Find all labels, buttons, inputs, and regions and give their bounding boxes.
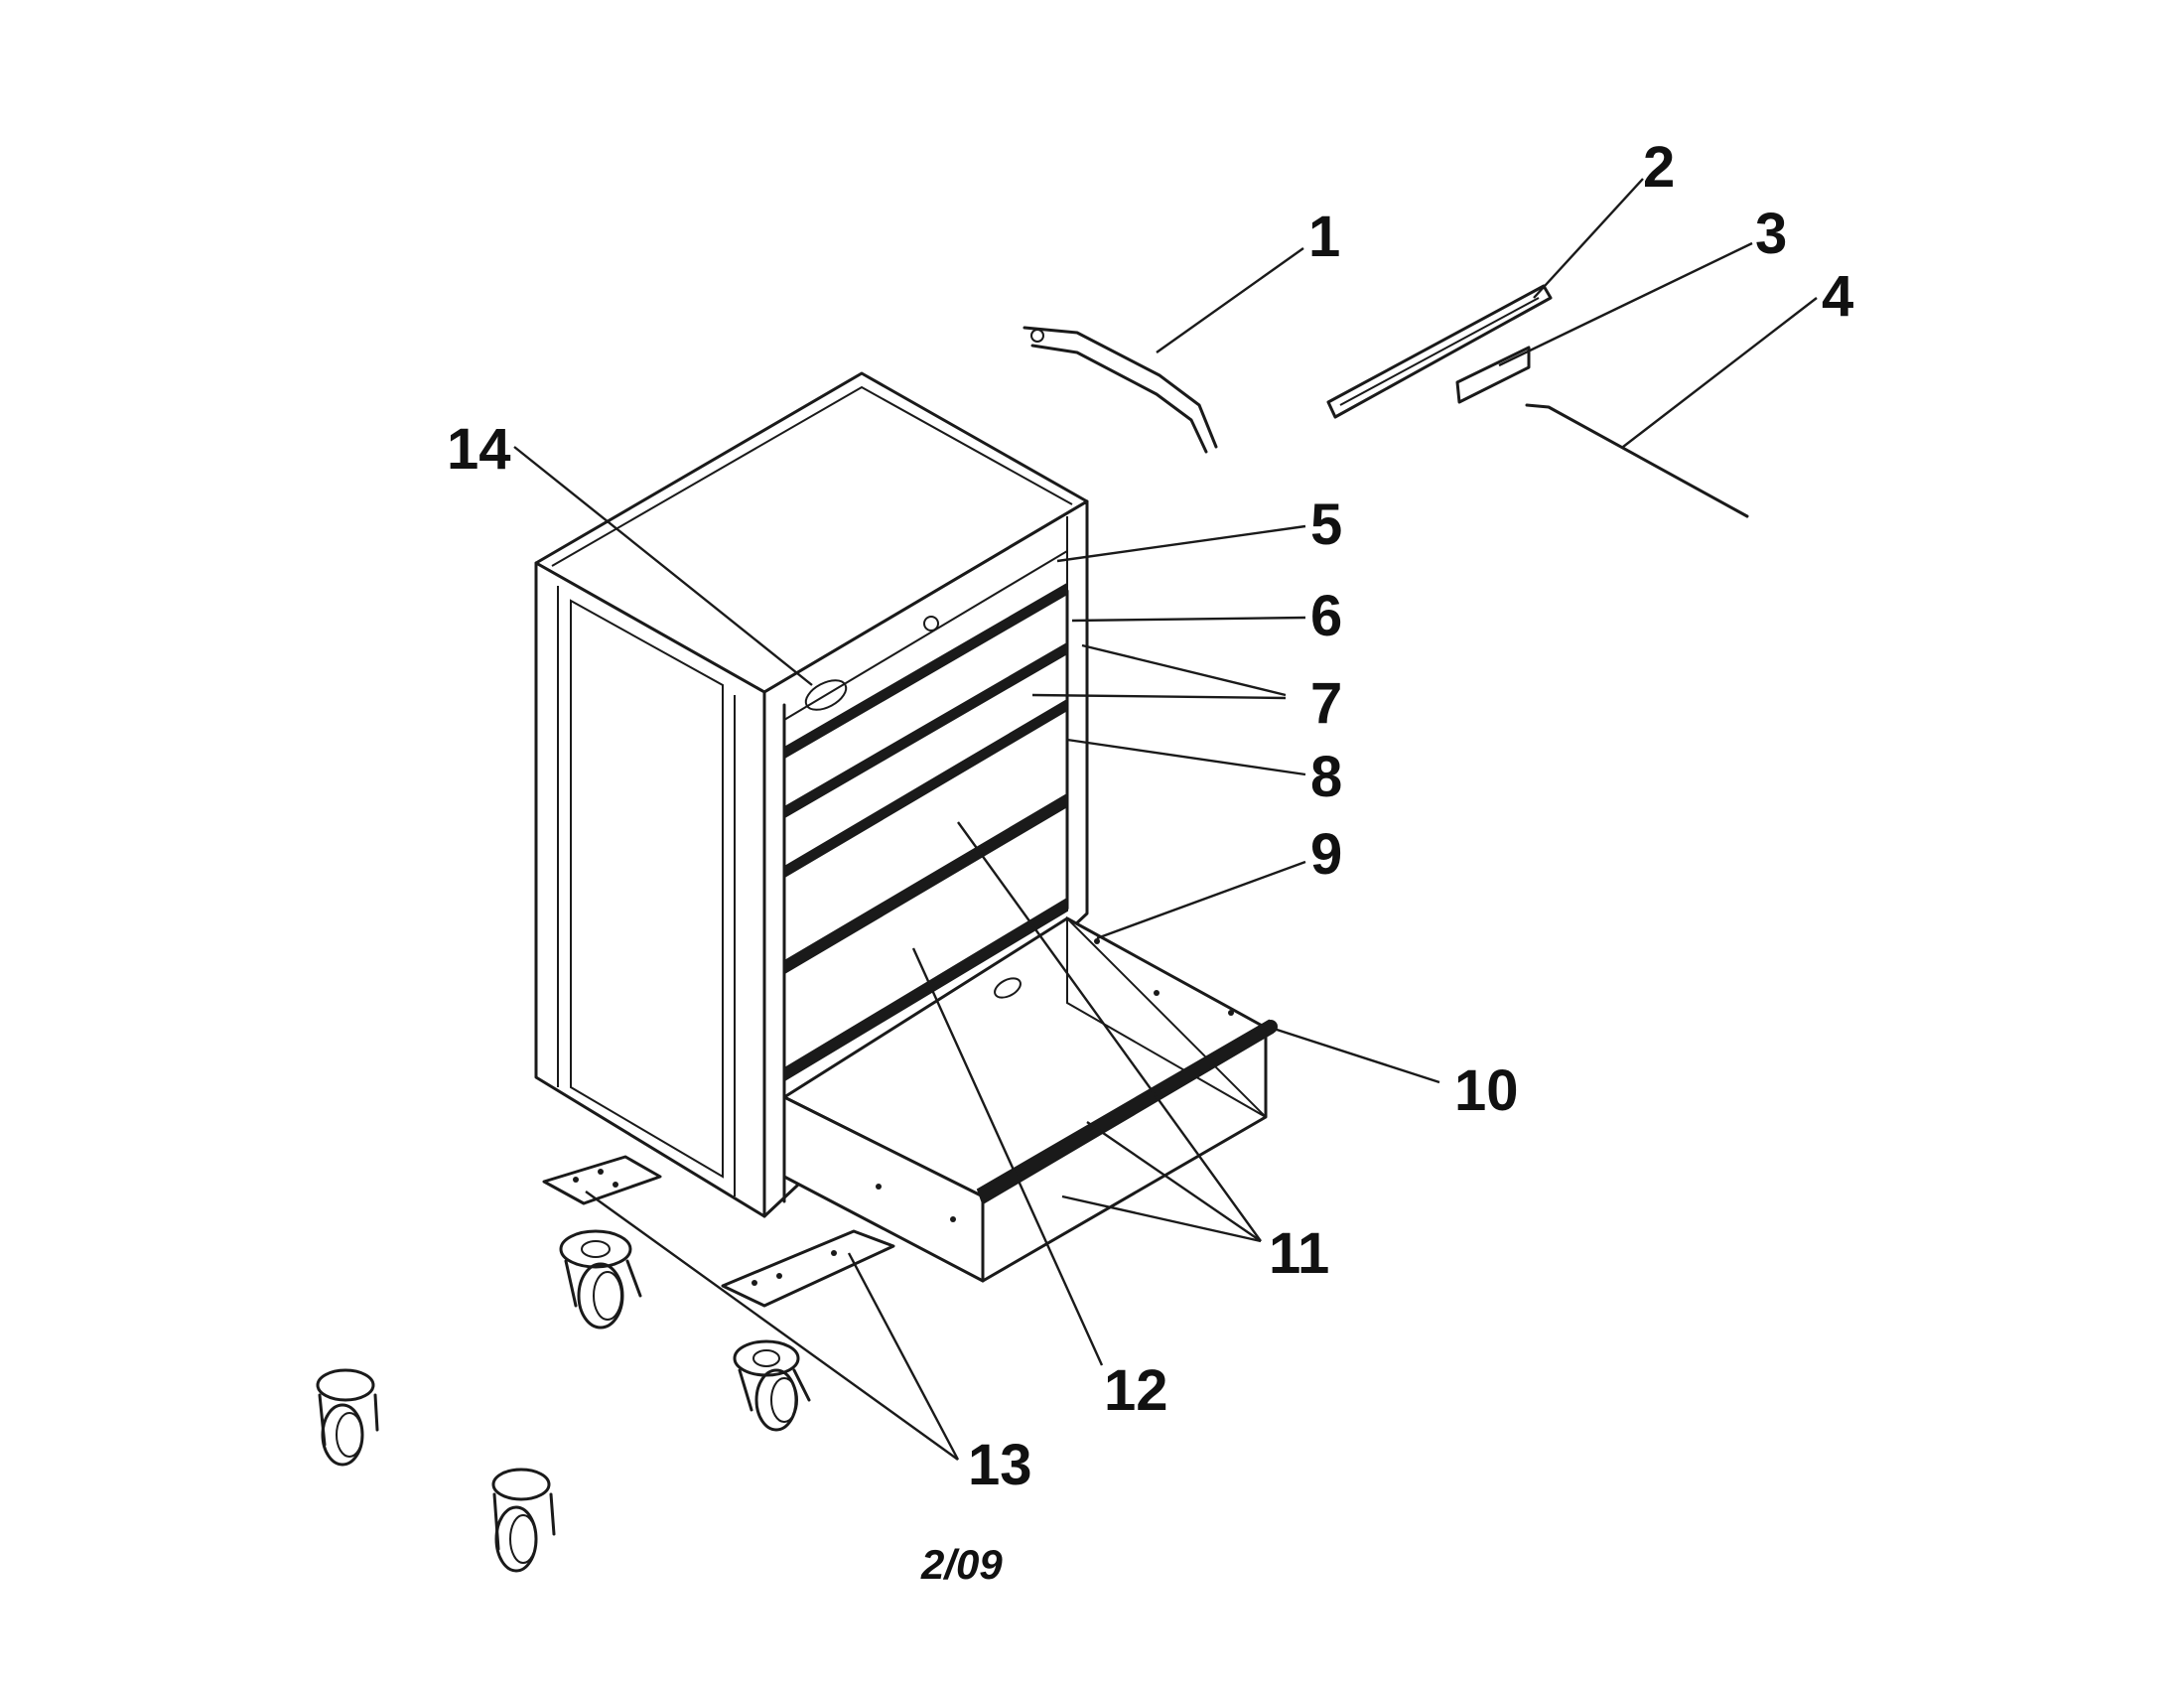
callout-9: 9 bbox=[1310, 822, 1342, 887]
part-2-drawer-slide bbox=[1326, 284, 1553, 419]
base-bracket-left bbox=[542, 1155, 662, 1205]
callout-3: 3 bbox=[1755, 202, 1787, 266]
callout-1: 1 bbox=[1308, 205, 1340, 269]
callout-10: 10 bbox=[1454, 1058, 1519, 1123]
date-code: 2/09 bbox=[920, 1541, 1003, 1588]
callout-2: 2 bbox=[1643, 135, 1675, 200]
caster-3 bbox=[316, 1368, 379, 1467]
part-1-bracket bbox=[1023, 326, 1218, 454]
callout-7: 7 bbox=[1310, 671, 1342, 736]
callout-5: 5 bbox=[1310, 492, 1342, 557]
callout-6: 6 bbox=[1310, 584, 1342, 648]
caster-1 bbox=[559, 1229, 642, 1330]
callout-12: 12 bbox=[1104, 1358, 1168, 1423]
part-3-slide-bracket bbox=[1455, 346, 1531, 404]
tool-cabinet bbox=[534, 371, 1089, 1218]
open-drawer bbox=[782, 915, 1278, 1283]
callout-8: 8 bbox=[1310, 745, 1342, 809]
callouts: 1 2 3 4 5 6 7 8 9 10 11 12 13 14 bbox=[447, 135, 1853, 1497]
part-4-rod bbox=[1525, 403, 1749, 518]
caster-2 bbox=[733, 1339, 811, 1432]
callout-13: 13 bbox=[968, 1433, 1032, 1497]
callout-11: 11 bbox=[1269, 1221, 1329, 1286]
callout-4: 4 bbox=[1822, 264, 1853, 329]
callout-14: 14 bbox=[447, 417, 511, 482]
caster-4 bbox=[491, 1468, 556, 1573]
base-bracket-right bbox=[721, 1229, 895, 1308]
leader-lines bbox=[513, 178, 1818, 1461]
